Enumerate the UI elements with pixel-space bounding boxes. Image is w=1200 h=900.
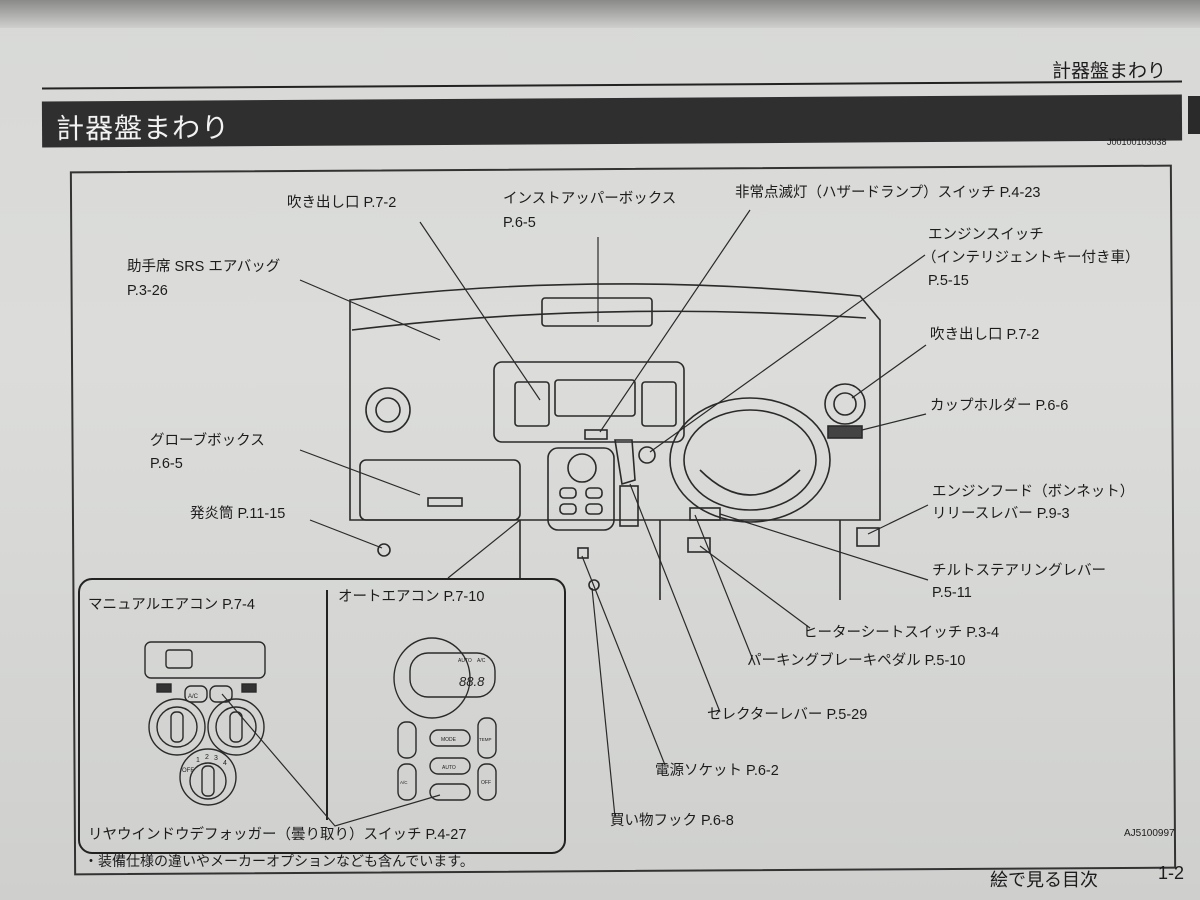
upper-box: [541, 297, 653, 327]
flare: [377, 543, 391, 557]
auto-ac-btn-label: A/C: [400, 780, 408, 785]
label-parking-brake: パーキングブレーキペダル P.5-10: [747, 653, 966, 669]
footer-title: 絵で見る目次: [990, 870, 1098, 890]
label-engine-switch: エンジンスイッチ: [928, 227, 1044, 243]
fan-4: 4: [223, 760, 227, 767]
steering-wheel: [669, 397, 831, 523]
auto-label: AUTO: [442, 765, 456, 771]
label-airbag-page: P.3-26: [127, 283, 168, 299]
label-tilt-lever-page: P.5-11: [932, 585, 972, 601]
page-edge-shadow: [0, 0, 1200, 28]
hood-release: [856, 527, 880, 547]
center-console: [493, 361, 685, 443]
mode-button: [429, 729, 471, 747]
leader-lines: [299, 209, 929, 818]
manual-defog-button: [209, 685, 233, 703]
off-label: OFF: [481, 780, 491, 786]
label-vent-center: 吹き出し口 P.7-2: [287, 195, 397, 211]
defog-button: [429, 783, 471, 801]
auto-ac-button: [397, 763, 417, 801]
lcd-auto: AUTO: [458, 658, 472, 664]
label-upper-box: インストアッパーボックス: [503, 191, 677, 207]
label-selector-lever: セレクターレバー P.5-29: [707, 707, 868, 723]
label-tilt-lever: チルトステアリングレバー: [932, 563, 1106, 579]
hazard-switch: [584, 429, 608, 440]
label-vent-right: 吹き出し口 P.7-2: [930, 327, 1040, 343]
page-number: 1-2: [1158, 863, 1185, 883]
defogger-leader: [221, 693, 441, 827]
center-vent-left: [514, 381, 550, 427]
label-airbag: 助手席 SRS エアバッグ: [127, 259, 281, 275]
cup-holder: [827, 425, 863, 439]
center-vent-right: [641, 381, 677, 427]
lcd-temp: 88.8: [459, 674, 485, 689]
lcd-ac: A/C: [477, 658, 486, 664]
fan-dial: [179, 748, 237, 806]
label-seat-heater: ヒーターシートスイッチ P.3-4: [803, 625, 1000, 641]
label-hood-release: エンジンフード（ボンネット）: [932, 484, 1135, 500]
fan-off: OFF: [182, 768, 194, 774]
manual-ac-display: [144, 641, 266, 679]
manual-ac-button: [184, 685, 208, 703]
label-glove-box: グローブボックス: [150, 433, 265, 449]
label-rear-defogger: リヤウインドウデフォッガー（曇り取り）スイッチ P.4-27: [88, 827, 467, 843]
figure-ref: AJ5100997: [1124, 828, 1175, 839]
label-auto-ac: オートエアコン P.7-10: [338, 589, 485, 605]
mode-dial: [148, 698, 206, 756]
mode-label: MODE: [441, 737, 457, 743]
off-button: [477, 763, 497, 801]
inset-divider: [326, 590, 328, 820]
temp-button: [477, 717, 497, 759]
fan-up-down-button: [397, 721, 417, 759]
ac-inset-box: [78, 578, 566, 854]
fan-3: 3: [214, 755, 218, 762]
label-shopping-hook: 買い物フック P.6-8: [610, 813, 734, 829]
auto-button: [429, 757, 471, 775]
dashboard-top: [349, 283, 881, 521]
right-vent: [824, 383, 866, 425]
temp-label: TEMP: [479, 737, 492, 742]
label-engine-switch-note: （インテリジェントキー付き車）: [922, 250, 1140, 266]
label-cup-holder: カップホルダー P.6-6: [930, 398, 1069, 414]
glove-box: [359, 459, 521, 521]
label-flare: 発炎筒 P.11-15: [190, 506, 286, 522]
label-hazard-switch: 非常点滅灯（ハザードランプ）スイッチ P.4-23: [735, 185, 1041, 201]
label-hood-release-page: リリースレバー P.9-3: [932, 506, 1070, 522]
ac-panel: [547, 447, 615, 531]
footnote: ・装備仕様の違いやメーカーオプションなども含んでいます。: [84, 853, 474, 869]
manual-ac-label: A/C: [188, 694, 199, 700]
auto-ac-lcd: [409, 652, 496, 698]
label-manual-ac: マニュアルエアコン P.7-4: [88, 597, 255, 613]
left-vent: [365, 387, 411, 433]
label-power-socket: 電源ソケット P.6-2: [655, 763, 779, 779]
engine-switch: [638, 446, 656, 464]
shopping-hook: [588, 579, 600, 591]
index-tab: [1188, 96, 1200, 134]
doc-code: J00100103038: [1107, 137, 1167, 147]
auto-ac-dial: [393, 637, 471, 719]
dash-upper-line: [351, 310, 867, 331]
label-glove-box-page: P.6-5: [150, 456, 183, 472]
center-display: [554, 379, 636, 417]
running-header: 計器盤まわり: [1052, 61, 1167, 82]
label-upper-box-page: P.6-5: [503, 215, 536, 231]
selector-lever: [614, 439, 636, 486]
temp-dial: [207, 698, 265, 756]
seat-heater: [687, 537, 711, 553]
label-engine-switch-page: P.5-15: [928, 273, 969, 289]
fan-2: 2: [205, 754, 209, 761]
fan-1: 1: [196, 757, 200, 764]
